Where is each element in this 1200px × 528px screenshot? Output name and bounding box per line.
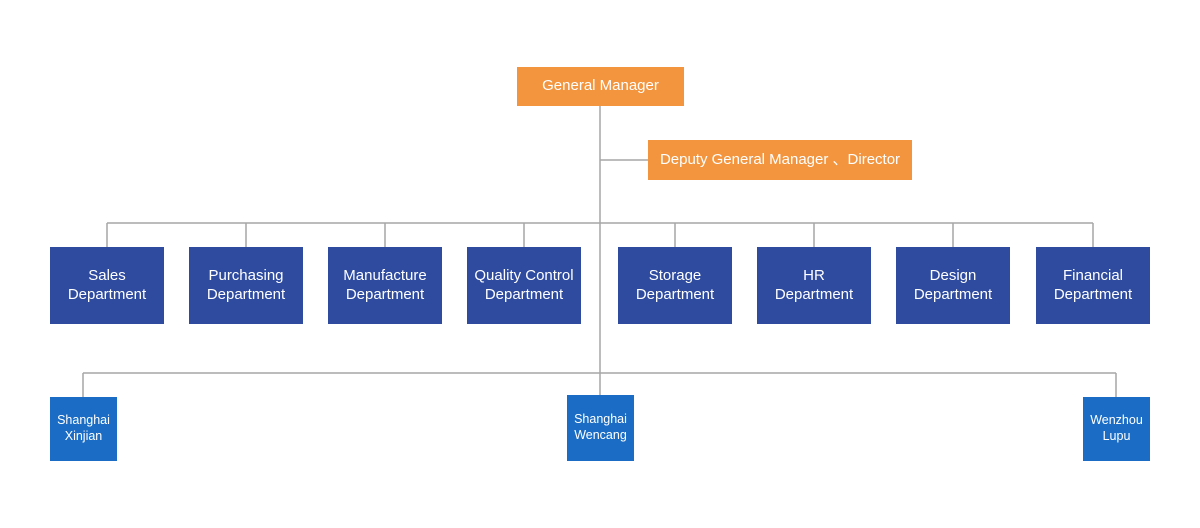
site-city: Shanghai [574, 412, 627, 427]
department-name: Purchasing [208, 266, 284, 284]
site-city: Shanghai [57, 413, 110, 428]
department-suffix: Department [913, 285, 993, 303]
department-name: Storage [648, 266, 702, 284]
department-suffix: Department [1053, 285, 1133, 303]
deputy-director-box: Deputy General Manager 、Director [648, 140, 912, 180]
site-box-shanghai-wencang: Shanghai Wencang [567, 395, 634, 461]
department-name: Design [929, 266, 977, 284]
department-box-hr: HR Department [757, 247, 871, 324]
department-suffix: Department [67, 285, 147, 303]
site-box-shanghai-xinjian: Shanghai Xinjian [50, 397, 117, 461]
site-box-wenzhou-lupu: Wenzhou Lupu [1083, 397, 1150, 461]
department-name: Manufacture [343, 266, 427, 284]
general-manager-label: General Manager [542, 77, 659, 95]
site-district: Lupu [1102, 429, 1131, 443]
deputy-director-label: Deputy General Manager 、Director [659, 150, 901, 168]
department-name: HR [803, 266, 825, 284]
site-district: Xinjian [64, 429, 103, 443]
department-suffix: Department [206, 285, 286, 303]
department-box-purchasing: Purchasing Department [189, 247, 303, 324]
department-name: Sales [88, 266, 126, 284]
site-city: Wenzhou [1090, 413, 1143, 428]
department-suffix: Department [345, 285, 425, 303]
department-box-storage: Storage Department [618, 247, 732, 324]
department-box-sales: Sales Department [50, 247, 164, 324]
department-name: Quality Control [474, 266, 574, 284]
department-suffix: Department [484, 285, 564, 303]
department-suffix: Department [774, 285, 854, 303]
general-manager-box: General Manager [517, 67, 684, 106]
department-box-manufacture: Manufacture Department [328, 247, 442, 324]
department-box-financial: Financial Department [1036, 247, 1150, 324]
department-box-design: Design Department [896, 247, 1010, 324]
department-name: Financial [1062, 266, 1124, 284]
site-district: Wencang [574, 428, 627, 442]
department-box-quality-control: Quality Control Department [467, 247, 581, 324]
department-suffix: Department [635, 285, 715, 303]
